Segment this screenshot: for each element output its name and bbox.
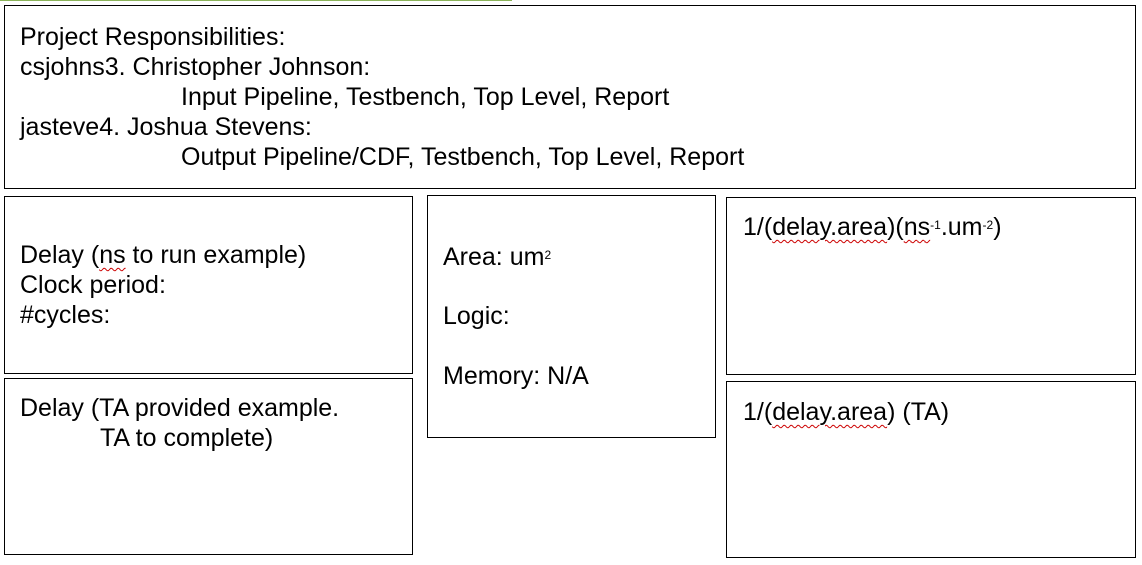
memory-label: Memory: N/A [443,362,589,390]
metric-ta-label: 1/(delay.area) (TA) [743,397,949,427]
member-tasks-csjohns3: Input Pipeline, Testbench, Top Level, Re… [181,83,670,111]
responsibilities-box: Project Responsibilities: csjohns3. Chri… [4,5,1136,189]
area-box: Area: um2 Logic: Memory: N/A [427,195,716,438]
area-exponent: 2 [544,248,552,262]
metric-run-delay-area: delay.area [772,213,888,241]
area-label: Area: um2 [443,242,551,272]
metric-run-box: 1/(delay.area)(ns-1.um-2) [726,197,1136,375]
delay-run-box: Delay (ns to run example) Clock period: … [4,196,413,374]
delay-run-label: Delay (ns to run example) [20,240,306,270]
metric-run-ns: ns [903,213,931,241]
clock-period-label: Clock period: [20,271,166,299]
delay-run-prefix: Delay ( [20,241,100,269]
top-green-rule [0,0,512,1]
metric-run-suffix: ) [993,213,1002,241]
metric-run-label: 1/(delay.area)(ns-1.um-2) [743,212,1002,242]
metric-run-um: .um [940,213,983,241]
metric-ta-suffix: ) (TA) [887,398,950,426]
metric-run-prefix: 1/( [743,213,773,241]
metric-run-mid: )( [887,213,904,241]
cycles-label: #cycles: [20,301,111,329]
metric-run-ns-exponent: -1 [930,218,941,232]
area-text: Area: um [443,243,545,271]
metric-ta-box: 1/(delay.area) (TA) [726,381,1136,558]
delay-run-suffix: to run example) [125,241,307,269]
metric-run-um-exponent: -2 [982,218,994,232]
member-tasks-jasteve4: Output Pipeline/CDF, Testbench, Top Leve… [181,143,745,171]
delay-run-ns: ns [99,241,126,269]
metric-ta-prefix: 1/( [743,398,773,426]
delay-ta-label: Delay (TA provided example. [20,394,340,422]
delay-ta-box: Delay (TA provided example. TA to comple… [4,378,413,555]
delay-ta-note: TA to complete) [100,424,274,452]
metric-ta-delay-area: delay.area [772,398,888,426]
member-name-jasteve4: jasteve4. Joshua Stevens: [20,113,312,141]
member-name-csjohns3: csjohns3. Christopher Johnson: [20,53,371,81]
logic-label: Logic: [443,302,510,330]
responsibilities-heading: Project Responsibilities: [20,23,286,51]
